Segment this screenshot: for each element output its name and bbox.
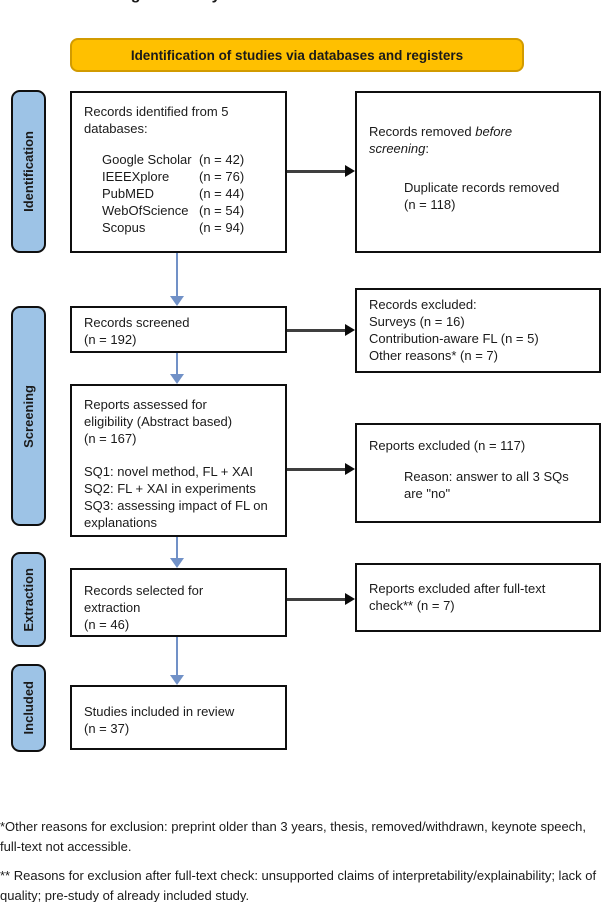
text-span: : xyxy=(425,141,429,156)
box-text-line: Duplicate records removed xyxy=(404,180,560,195)
arrow-right-head xyxy=(345,593,355,605)
stage-tab-screening: Screening xyxy=(11,306,46,526)
database-list: Google Scholar (n = 42) IEEEXplore (n = … xyxy=(102,151,275,236)
arrow-right-line xyxy=(287,329,345,332)
banner-label: Identification of studies via databases … xyxy=(130,47,464,63)
arrow-down-head xyxy=(170,675,184,685)
box-text-line: Records screened xyxy=(84,315,190,330)
arrow-down-head xyxy=(170,296,184,306)
database-count: (n = 94) xyxy=(199,220,245,235)
box-text-line: Records selected for xyxy=(84,583,204,598)
box-text-line: Reports excluded after full-text xyxy=(369,581,546,596)
database-row: Google Scholar (n = 42) xyxy=(102,151,275,168)
arrow-down-line xyxy=(176,253,178,296)
database-count: (n = 44) xyxy=(199,186,245,201)
arrow-right-head xyxy=(345,324,355,336)
box-text-line: (n = 118) xyxy=(404,197,456,212)
arrow-right-line xyxy=(287,170,345,173)
footnote-2: ** Reasons for exclusion after full-text… xyxy=(0,868,597,902)
sq-block: SQ1: novel method, FL + XAI SQ2: FL + XA… xyxy=(84,463,275,531)
arrow-down-head xyxy=(170,558,184,568)
reason-block: Reason: answer to all 3 SQs are "no" xyxy=(404,468,589,502)
text-span: Records removed xyxy=(369,124,476,139)
database-name: Scopus xyxy=(102,220,146,235)
box-studies-included: Studies included in review (n = 37) xyxy=(70,685,287,750)
box-text-line: Studies included in review xyxy=(84,704,235,719)
box-records-identified: Records identified from 5 databases: Goo… xyxy=(70,91,287,253)
box-text-line: (n = 192) xyxy=(84,332,137,347)
box-text-line: Surveys (n = 16) xyxy=(369,314,465,329)
box-text-line: Records excluded: xyxy=(369,297,477,312)
box-text-line: SQ2: FL + XAI in experiments xyxy=(84,481,256,496)
clipped-caption: databases and registers only xyxy=(0,0,221,4)
database-row: PubMED (n = 44) xyxy=(102,185,275,202)
arrow-right-line xyxy=(287,468,345,471)
arrow-right-head xyxy=(345,165,355,177)
text-span-italic: before xyxy=(475,124,513,139)
box-text-line: Other reasons* (n = 7) xyxy=(369,348,498,363)
database-count: (n = 76) xyxy=(199,169,245,184)
box-text-line: extraction xyxy=(84,600,141,615)
box-text-line: (n = 46) xyxy=(84,617,130,632)
footnote-1: *Other reasons for exclusion: preprint o… xyxy=(0,819,587,854)
box-text-line: Records removed before xyxy=(369,123,589,140)
database-row: IEEEXplore (n = 76) xyxy=(102,168,275,185)
stage-tab-included: Included xyxy=(11,664,46,752)
box-records-selected: Records selected for extraction (n = 46) xyxy=(70,568,287,637)
database-row: WebOfScience (n = 54) xyxy=(102,202,275,219)
box-records-removed-before-screening: Records removed before screening: Duplic… xyxy=(355,91,601,253)
banner: Identification of studies via databases … xyxy=(70,38,524,72)
stage-label: Screening xyxy=(21,384,36,448)
box-text-line: (n = 37) xyxy=(84,721,130,736)
stage-tab-extraction: Extraction xyxy=(11,552,46,647)
box-text-line: are "no" xyxy=(404,486,451,501)
text-span-italic: screening xyxy=(369,141,426,156)
database-name: Google Scholar xyxy=(102,152,192,167)
arrow-down-line xyxy=(176,353,178,374)
box-text-line: Contribution-aware FL (n = 5) xyxy=(369,331,539,346)
stage-label: Identification xyxy=(21,131,36,212)
arrow-down-line xyxy=(176,637,178,675)
box-text-line: Reason: answer to all 3 SQs xyxy=(404,469,569,484)
stage-label: Extraction xyxy=(21,567,36,632)
box-text-line: Reports assessed for xyxy=(84,397,207,412)
arrow-down-head xyxy=(170,374,184,384)
box-text-line: check** (n = 7) xyxy=(369,598,455,613)
detail-block: Duplicate records removed (n = 118) xyxy=(404,179,589,213)
box-text-line: eligibility (Abstract based) xyxy=(84,414,233,429)
box-records-excluded: Records excluded: Surveys (n = 16) Contr… xyxy=(355,288,601,373)
database-row: Scopus (n = 94) xyxy=(102,219,275,236)
box-text-line: SQ3: assessing impact of FL on xyxy=(84,498,268,513)
database-count: (n = 54) xyxy=(199,203,245,218)
arrow-right-head xyxy=(345,463,355,475)
box-text-line: (n = 167) xyxy=(84,431,137,446)
box-records-screened: Records screened (n = 192) xyxy=(70,306,287,353)
stage-tab-identification: Identification xyxy=(11,90,46,253)
database-name: WebOfScience xyxy=(102,203,189,218)
database-name: PubMED xyxy=(102,186,155,201)
box-text-line: SQ1: novel method, FL + XAI xyxy=(84,464,253,479)
box-text-line: screening: xyxy=(369,140,589,157)
box-reports-assessed: Reports assessed for eligibility (Abstra… xyxy=(70,384,287,537)
box-text-line: explanations xyxy=(84,515,157,530)
arrow-right-line xyxy=(287,598,345,601)
box-text-line: databases: xyxy=(84,121,148,136)
database-name: IEEEXplore xyxy=(102,169,170,184)
box-text-line: Records identified from 5 xyxy=(84,104,229,119)
database-count: (n = 42) xyxy=(199,152,245,167)
arrow-down-line xyxy=(176,537,178,558)
box-excluded-fulltext: Reports excluded after full-text check**… xyxy=(355,563,601,632)
box-text-line: Reports excluded (n = 117) xyxy=(369,438,526,453)
box-reports-excluded: Reports excluded (n = 117) Reason: answe… xyxy=(355,423,601,523)
stage-label: Included xyxy=(21,681,36,735)
